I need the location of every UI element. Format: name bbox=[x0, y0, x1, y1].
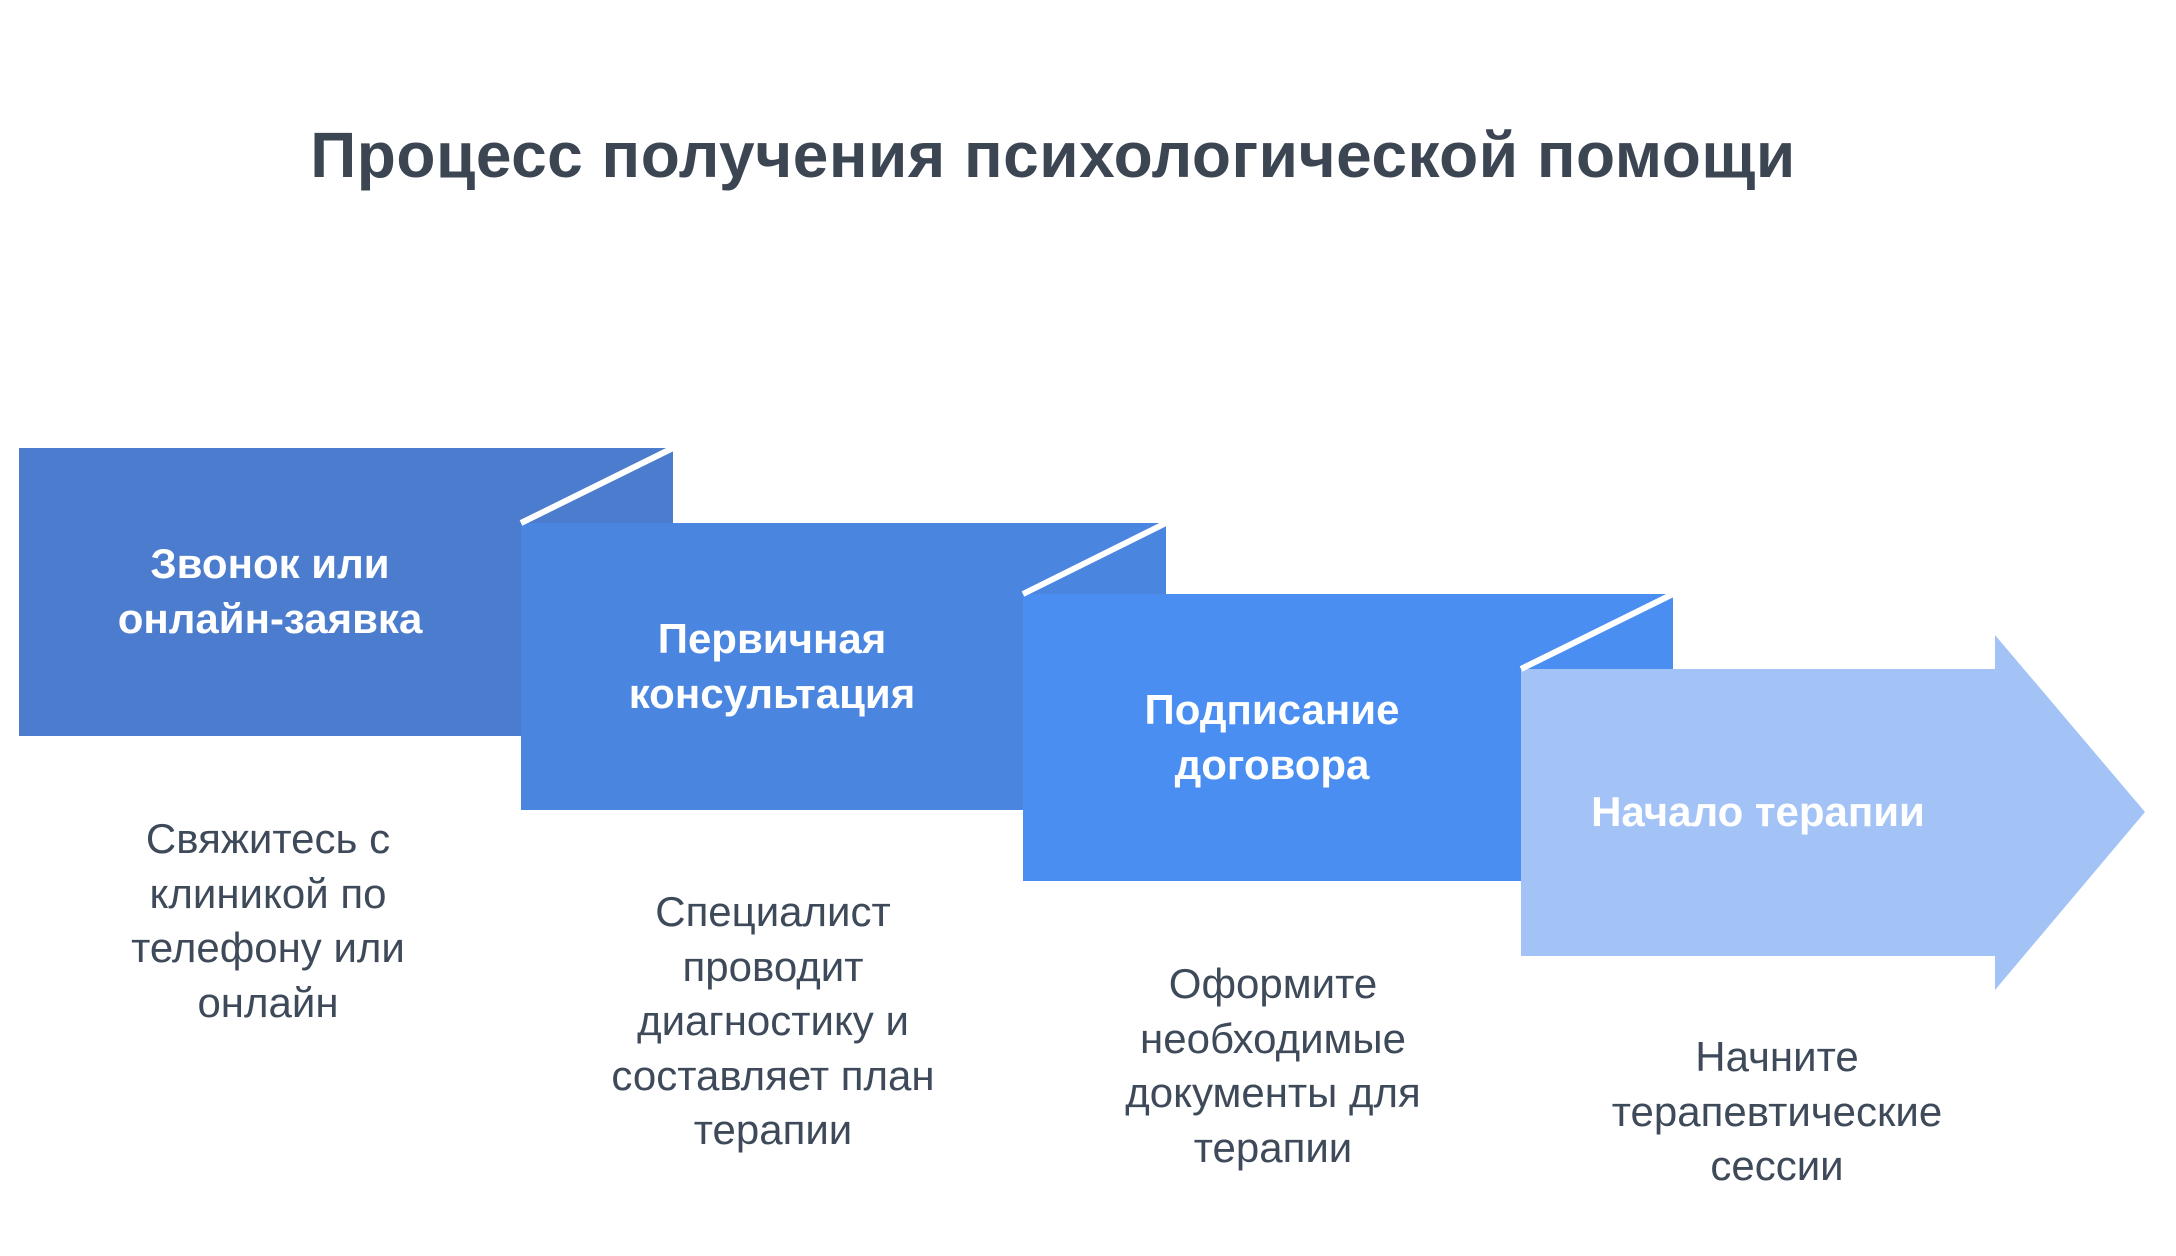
fold-separator-1 bbox=[519, 445, 675, 526]
step-3-description: Оформите необходимые документы для терап… bbox=[1125, 960, 1421, 1171]
fold-separator-2 bbox=[1021, 520, 1168, 597]
step-4-description: Начните терапевтические сессии bbox=[1611, 1033, 1943, 1190]
step-2-description: Специалист проводит диагностику и состав… bbox=[611, 888, 935, 1154]
fold-separator-3 bbox=[1519, 591, 1675, 672]
page-title: Процесс получения психологической помощи bbox=[310, 119, 1796, 191]
step-4-arrow-shape bbox=[1521, 635, 2145, 990]
step-1-description: Свяжитесь с клиникой по телефону или онл… bbox=[131, 815, 405, 1026]
